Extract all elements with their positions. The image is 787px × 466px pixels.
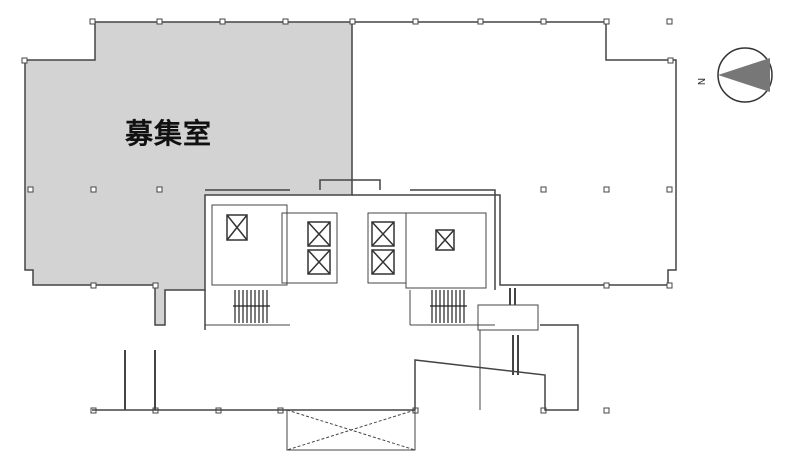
north-label: N bbox=[697, 77, 709, 86]
stairs-left bbox=[233, 290, 270, 323]
elevators bbox=[226, 214, 455, 275]
right-wing-outline bbox=[352, 21, 677, 286]
stairs-right bbox=[430, 290, 467, 323]
building-core bbox=[204, 179, 496, 330]
compass bbox=[717, 47, 773, 103]
lower-floor-outline bbox=[92, 288, 579, 411]
available-area-label: 募集室 bbox=[125, 117, 213, 150]
entrance-void bbox=[286, 409, 416, 451]
available-area[interactable] bbox=[24, 21, 353, 326]
